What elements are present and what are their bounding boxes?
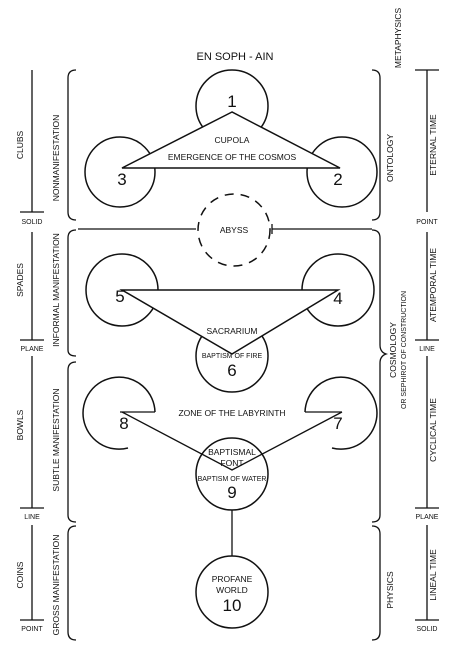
num-3: 3 <box>117 170 126 189</box>
world-label: WORLD <box>216 585 248 595</box>
cupola-label: CUPOLA <box>215 135 250 145</box>
sephira-8 <box>82 376 156 450</box>
suit-clubs: CLUBS <box>15 130 25 159</box>
manifest-gross: GROSS MANIFESTATION <box>51 535 61 636</box>
num-7: 7 <box>333 414 342 433</box>
supernal-triangle <box>121 111 341 169</box>
num-1: 1 <box>227 92 236 111</box>
sephira-3 <box>84 136 156 208</box>
mark-line-left: LINE <box>24 514 40 521</box>
lower-triad <box>82 376 378 511</box>
right-braces <box>371 69 389 641</box>
num-10: 10 <box>223 596 242 615</box>
mark-plane-right: PLANE <box>416 514 439 521</box>
title: EN SOPH - AIN <box>196 51 273 63</box>
num-2: 2 <box>333 170 342 189</box>
sephira-10 <box>195 555 269 629</box>
sephira-2 <box>306 136 378 208</box>
baptism-water-label: BAPTISM OF WATER <box>198 476 267 483</box>
baptism-fire-label: BAPTISM OF FIRE <box>202 353 263 360</box>
num-5: 5 <box>115 287 124 306</box>
domain-cosmology: COSMOLOGY <box>388 322 398 378</box>
emergence-label: EMERGENCE OF THE COSMOS <box>168 152 297 162</box>
suit-spades: SPADES <box>15 263 25 297</box>
num-4: 4 <box>333 289 342 308</box>
time-atemporal: ATEMPORAL TIME <box>428 248 438 322</box>
time-cyclical: CYCLICAL TIME <box>428 398 438 462</box>
mark-line-right: LINE <box>419 346 435 353</box>
abyss-band <box>78 193 372 267</box>
manifest-subtle: SUBTLE MANIFESTATION <box>51 388 61 491</box>
abyss-label: ABYSS <box>220 225 249 235</box>
mark-plane-left: PLANE <box>21 346 44 353</box>
mark-solid-right: SOLID <box>416 626 437 633</box>
domain-ontology: ONTOLOGY <box>385 134 395 182</box>
abyss-circle <box>197 193 271 267</box>
num-9: 9 <box>227 483 236 502</box>
left-braces <box>67 69 77 641</box>
suit-bowls: BOWLS <box>15 409 25 440</box>
astral-triangle <box>121 411 343 471</box>
suit-coins: COINS <box>15 561 25 588</box>
num-6: 6 <box>227 361 236 380</box>
mark-point-left: POINT <box>21 626 43 633</box>
middle-triad <box>85 253 375 393</box>
sacrarium-label: SACRARIUM <box>206 326 257 336</box>
manifest-informal: INFORMAL MANIFESTATION <box>51 233 61 347</box>
top-triad <box>84 69 378 208</box>
profane-label: PROFANE <box>212 574 253 584</box>
time-eternal: ETERNAL TIME <box>428 114 438 176</box>
num-8: 8 <box>119 414 128 433</box>
labyrinth-label: ZONE OF THE LABYRINTH <box>178 408 285 418</box>
left-suit-column <box>20 70 44 621</box>
mark-point-right: POINT <box>416 219 438 226</box>
ethical-triangle <box>119 289 341 355</box>
manifest-non: NONMANIFESTATION <box>51 115 61 202</box>
right-time-column <box>415 69 439 621</box>
metaphysics-label: METAPHYSICS <box>393 8 403 69</box>
domain-cosmology-sub: OR SEPHIROT OF CONSTRUCTION <box>401 291 408 409</box>
time-lineal: LINEAL TIME <box>428 549 438 601</box>
mark-solid-left: SOLID <box>21 219 42 226</box>
baptismal-label: BAPTISMAL <box>208 447 256 457</box>
font-label: FONT <box>220 458 243 468</box>
domain-physics: PHYSICS <box>385 571 395 609</box>
